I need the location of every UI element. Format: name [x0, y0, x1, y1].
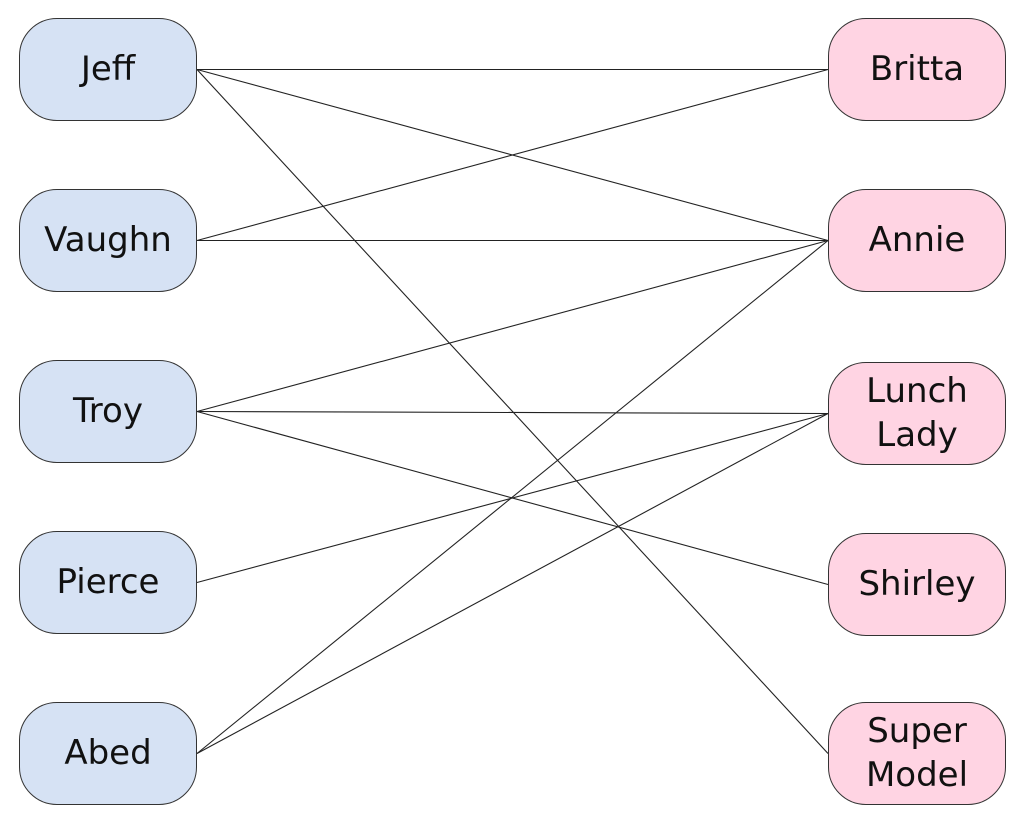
edge-vaughn-britta — [196, 68, 829, 242]
node-annie: Annie — [828, 189, 1006, 292]
node-lunch-lady: Lunch Lady — [828, 362, 1006, 465]
node-abed: Abed — [19, 702, 197, 805]
edge-pierce-lunch-lady — [196, 412, 829, 584]
node-britta: Britta — [828, 18, 1006, 121]
node-super-model: Super Model — [828, 702, 1006, 805]
node-troy: Troy — [19, 360, 197, 463]
edge-troy-annie — [196, 239, 829, 413]
edge-abed-lunch-lady — [196, 413, 829, 754]
node-vaughn: Vaughn — [19, 189, 197, 292]
node-jeff: Jeff — [19, 18, 197, 121]
node-shirley: Shirley — [828, 533, 1006, 636]
edge-jeff-super-model — [196, 69, 829, 754]
edge-troy-lunch-lady — [196, 410, 829, 415]
node-pierce: Pierce — [19, 531, 197, 634]
edge-abed-annie — [196, 240, 829, 754]
